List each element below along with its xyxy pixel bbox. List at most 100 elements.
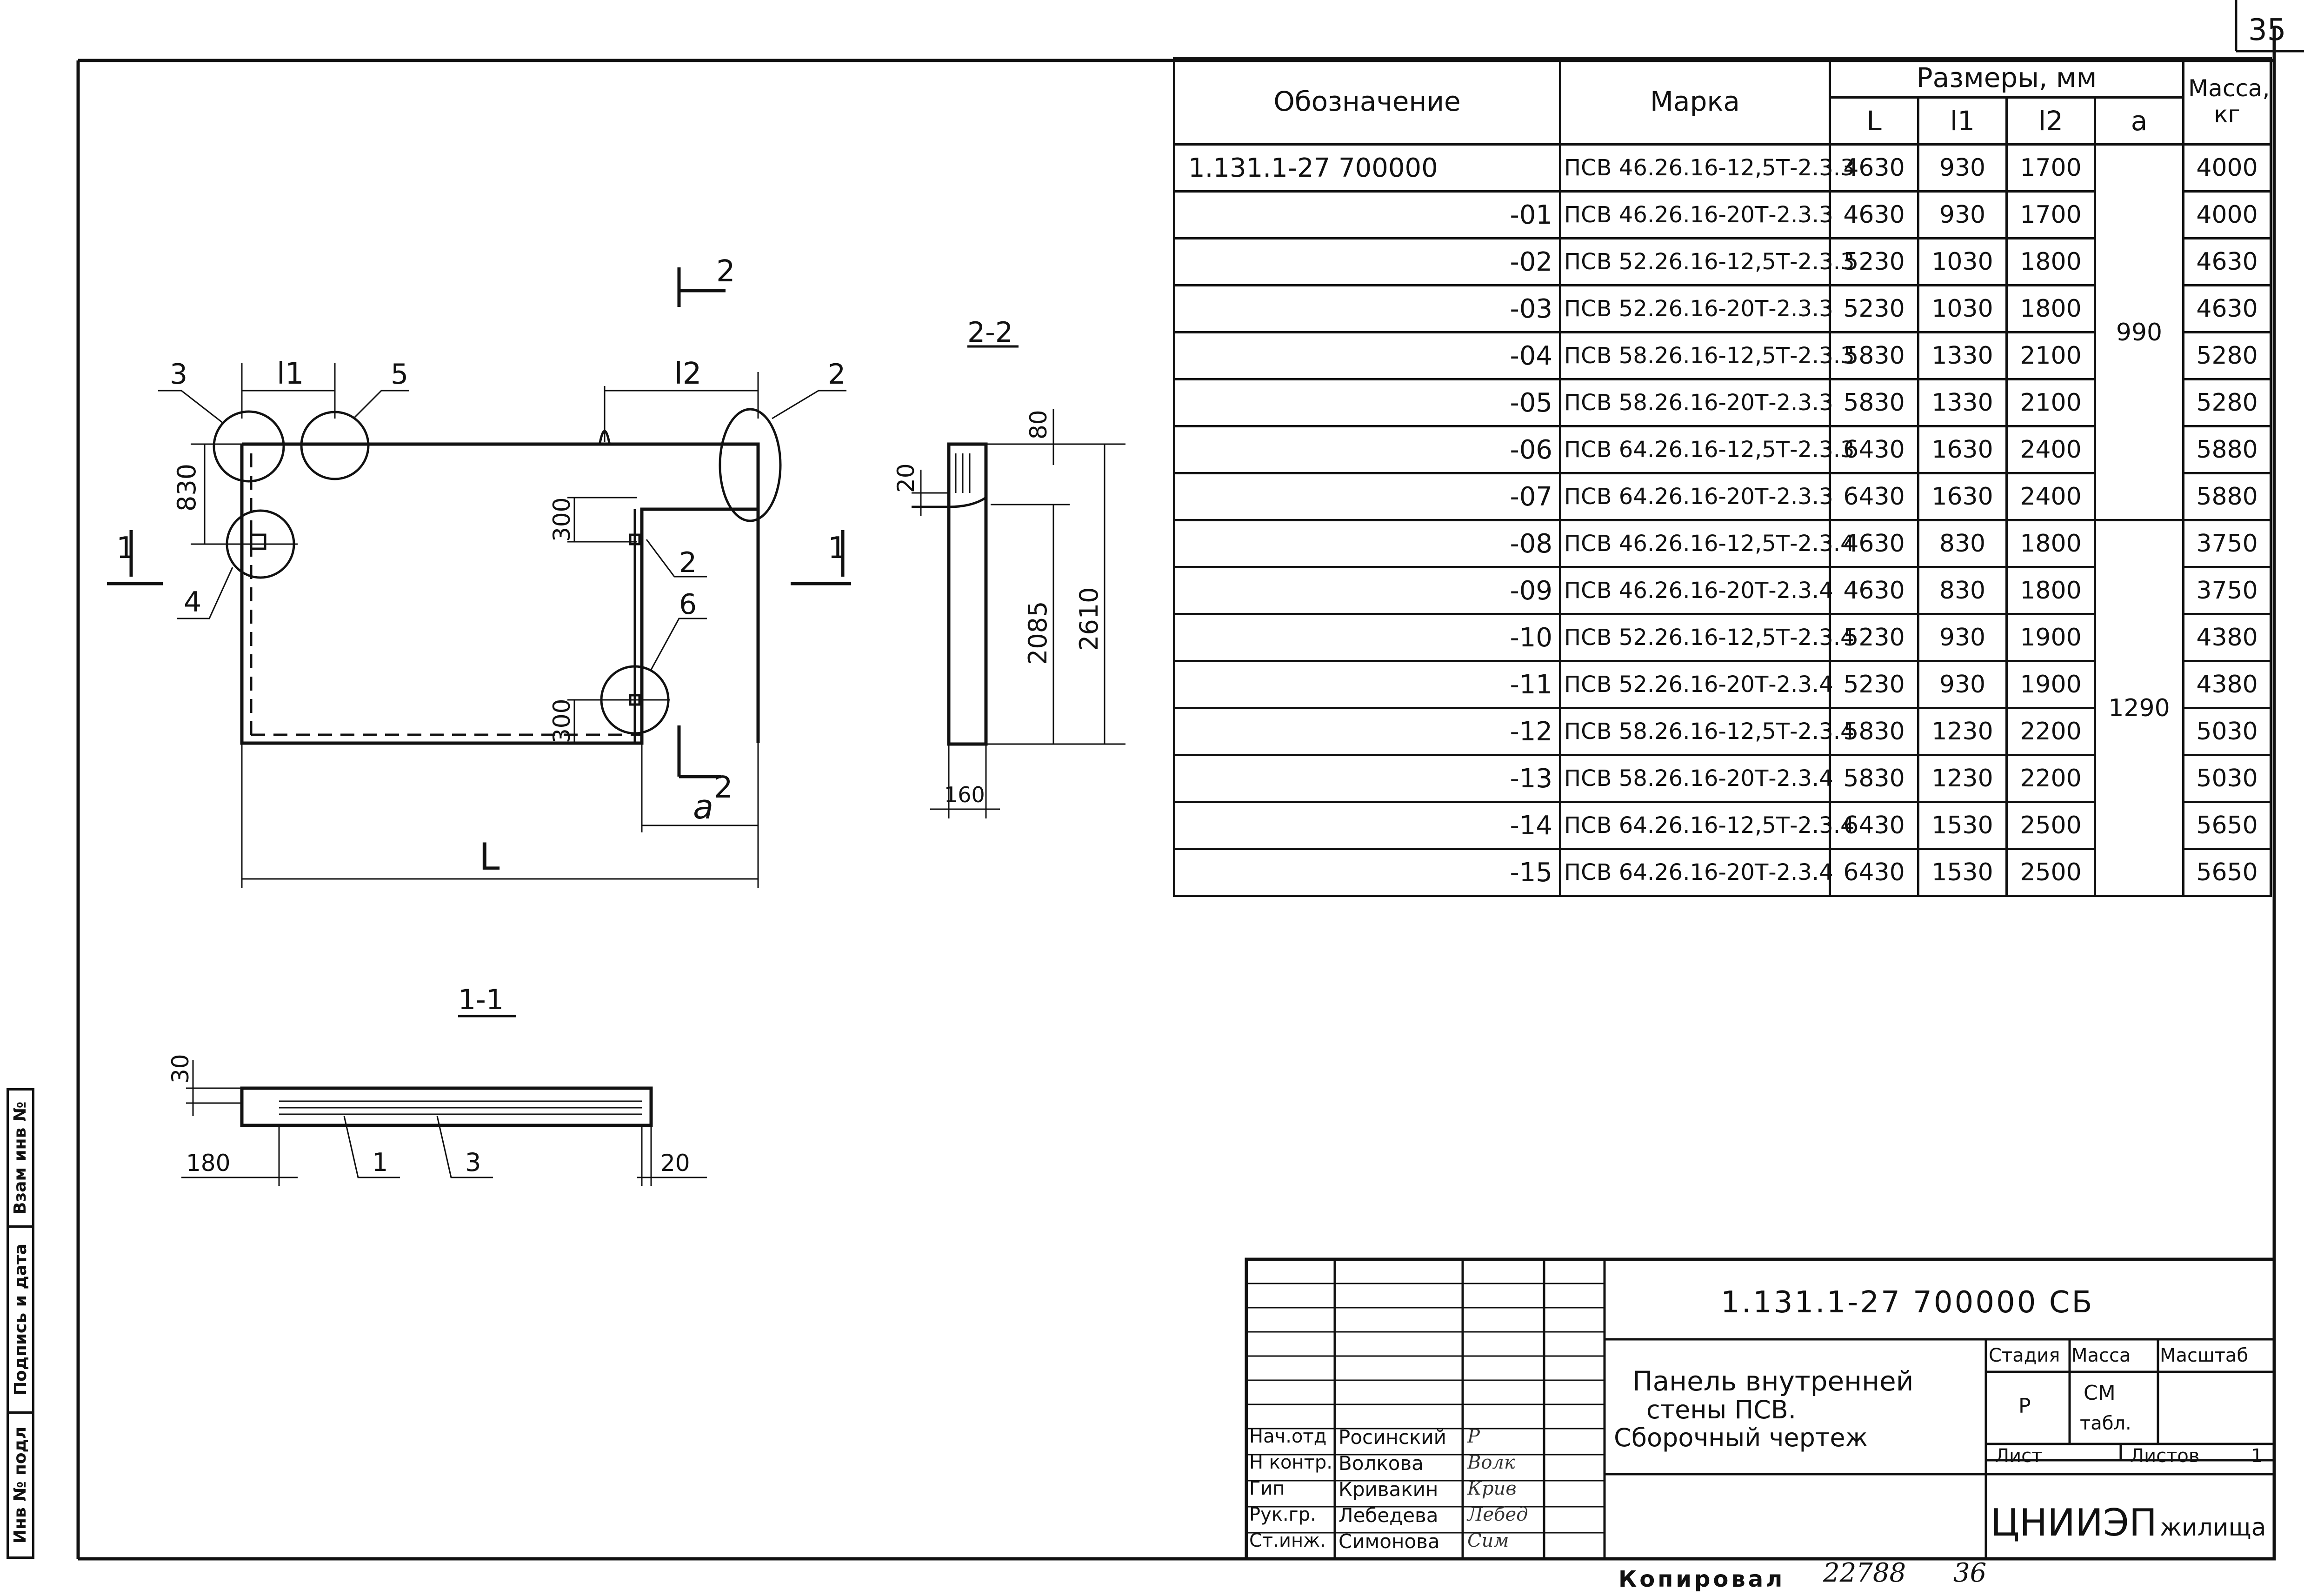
staff-name: Лебедева	[1338, 1504, 1438, 1527]
cell-mark: ПСВ 58.26.16-12,5Т-2.3.4	[1559, 707, 1855, 756]
title-block-grid	[1245, 1257, 2276, 1561]
dim-20-top-label: 20	[892, 463, 919, 493]
sheets-value: 1	[2251, 1445, 2263, 1467]
org-suffix: жилища	[2159, 1514, 2266, 1542]
mass-value-2: табл.	[2080, 1413, 2131, 1434]
cell-l1: 930	[1917, 143, 2008, 193]
cell-L: 6430	[1829, 801, 1919, 850]
cell-L: 5230	[1829, 284, 1919, 333]
cell-l1: 1030	[1917, 237, 2008, 286]
dim-l1-label: l1	[277, 357, 304, 391]
cell-mass: 4000	[2182, 143, 2272, 193]
dim-l2-label: l2	[674, 357, 702, 391]
cell-l1: 1530	[1917, 801, 2008, 850]
panel-elevation	[107, 267, 851, 888]
section-2-2-title: 2-2	[967, 316, 1013, 349]
dim-a-label: a	[693, 787, 713, 826]
cell-mass: 5280	[2182, 331, 2272, 380]
cell-l1: 1030	[1917, 284, 2008, 333]
staff-name: Симонова	[1338, 1530, 1440, 1553]
cell-l2: 1800	[2005, 237, 2096, 286]
cell-L: 6430	[1829, 848, 1919, 897]
header-a: a	[2093, 96, 2185, 146]
dim-2085-label: 2085	[1023, 601, 1052, 665]
cell-mass: 4380	[2182, 613, 2272, 662]
section-mark-2-bottom: 2	[714, 771, 733, 805]
cell-mark: ПСВ 64.26.16-20Т-2.3.3	[1559, 472, 1833, 521]
callout-1: 1	[372, 1148, 388, 1177]
cell-l2: 1900	[2005, 613, 2096, 662]
header-sizes: Размеры, мм	[1828, 57, 2185, 99]
table-header-row-2: L l1 l2 a	[1174, 96, 2271, 146]
cell-l1: 930	[1917, 190, 2008, 239]
cell-mass: 5880	[2182, 425, 2272, 474]
cell-L: 5230	[1829, 660, 1919, 709]
cell-l2: 2500	[2005, 801, 2096, 850]
doc-code: 1.131.1-27 700000 СБ	[1721, 1285, 2094, 1320]
cell-a: 1290	[2093, 519, 2185, 897]
cell-l1: 1230	[1917, 754, 2008, 803]
header-designation: Обозначение	[1173, 57, 1561, 146]
cell-mark: ПСВ 58.26.16-12,5Т-2.3.3	[1559, 331, 1855, 380]
title-line-3: Сборочный чертеж	[1614, 1423, 1868, 1452]
spec-table: Обозначение Марка Размеры, мм Масса, кг …	[1173, 57, 2272, 897]
cell-l1: 1230	[1917, 707, 2008, 756]
cell-mass: 4630	[2182, 237, 2272, 286]
staff-signature: Крив	[1467, 1478, 1517, 1499]
stage-label: Стадия	[1989, 1345, 2060, 1366]
cell-designation: -07	[1173, 472, 1561, 521]
cell-L: 6430	[1829, 425, 1919, 474]
cell-l1: 830	[1917, 566, 2008, 615]
cell-l1: 1330	[1917, 331, 2008, 380]
cell-mass: 5030	[2182, 707, 2272, 756]
cell-l1: 930	[1917, 613, 2008, 662]
staff-name: Кривакин	[1338, 1478, 1438, 1501]
cell-mass: 3750	[2182, 519, 2272, 568]
section-1-1	[181, 1015, 707, 1186]
header-l2: l2	[2005, 96, 2096, 146]
dim-20-bottom-label: 20	[660, 1150, 690, 1177]
mass-value-1: СМ	[2084, 1381, 2116, 1405]
title-line-2: стены ПСВ.	[1646, 1395, 1796, 1424]
cell-l1: 1530	[1917, 848, 2008, 897]
cell-l2: 1700	[2005, 143, 2096, 193]
cell-mass: 3750	[2182, 566, 2272, 615]
cell-mark: ПСВ 46.26.16-12,5Т-2.3.3	[1559, 143, 1855, 193]
cell-l2: 2100	[2005, 331, 2096, 380]
cell-l2: 1700	[2005, 190, 2096, 239]
cell-l2: 2500	[2005, 848, 2096, 897]
cell-l2: 2400	[2005, 425, 2096, 474]
cell-L: 4630	[1829, 143, 1919, 193]
copied-label: Копировал	[1618, 1566, 1785, 1592]
header-mass: Масса, кг	[2182, 57, 2272, 146]
cell-l1: 1330	[1917, 378, 2008, 427]
cell-designation: -11	[1173, 660, 1561, 709]
copy-page: 36	[1953, 1558, 1987, 1588]
cell-mark: ПСВ 52.26.16-12,5Т-2.3.4	[1559, 613, 1855, 662]
dim-30-label: 30	[167, 1054, 194, 1084]
cell-l2: 1800	[2005, 519, 2096, 568]
cell-designation: -02	[1173, 237, 1561, 286]
cell-designation: -05	[1173, 378, 1561, 427]
cell-l2: 2200	[2005, 754, 2096, 803]
cell-designation: -06	[1173, 425, 1561, 474]
dim-L-label: L	[479, 835, 500, 878]
cell-designation: -01	[1173, 190, 1561, 239]
cell-a: 990	[2093, 143, 2185, 521]
cell-designation: -08	[1173, 519, 1561, 568]
cell-designation: 1.131.1-27 700000	[1173, 143, 1561, 193]
cell-l2: 1900	[2005, 660, 2096, 709]
cell-mark: ПСВ 52.26.16-20Т-2.3.4	[1559, 660, 1833, 709]
